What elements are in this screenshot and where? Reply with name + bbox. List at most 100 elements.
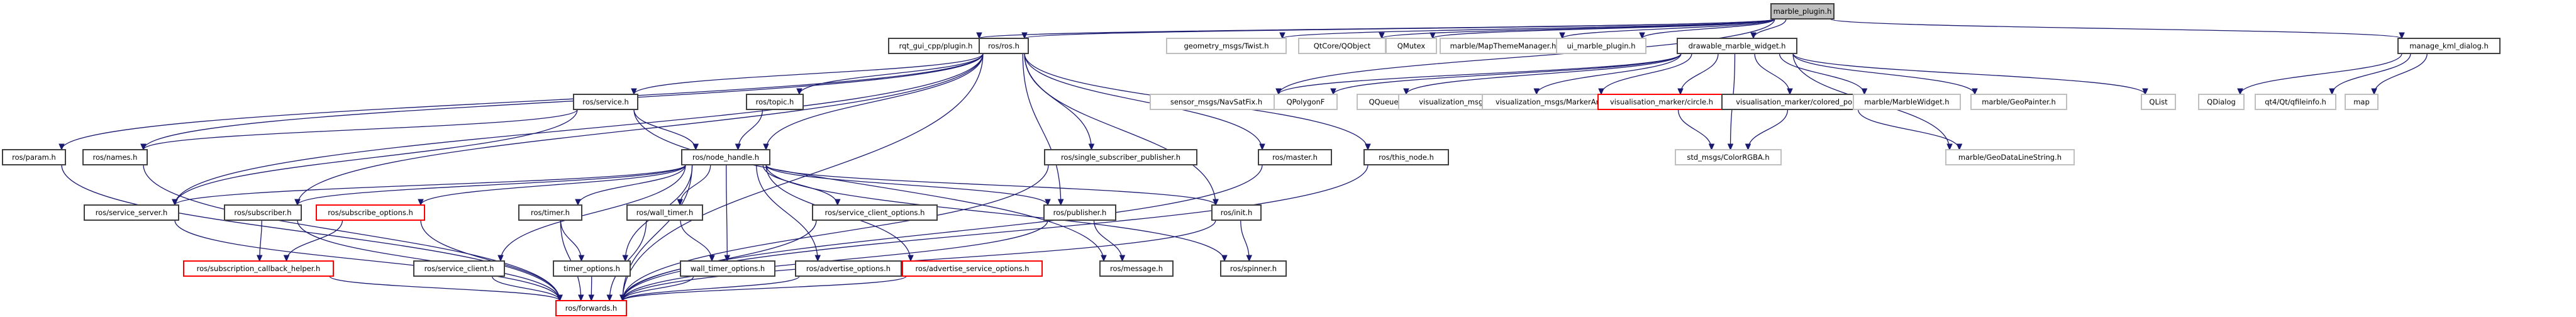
edge-ros_init-to-ros_spinner <box>1240 220 1253 262</box>
node-ros-this-node[interactable]: ros/this_node.h <box>1363 149 1449 165</box>
arrowhead-icon <box>631 88 637 96</box>
edge-manage_kml-to-qfileinfo <box>2329 53 2411 96</box>
edge-line <box>174 109 578 206</box>
arrowhead-icon <box>1101 255 1107 262</box>
node-box <box>1099 260 1174 277</box>
node-label: ros/timer.h <box>531 208 570 217</box>
node-box <box>84 204 179 221</box>
node-box <box>680 260 775 277</box>
edge-line <box>765 164 1225 262</box>
edge-line <box>1829 18 2402 39</box>
edge-line <box>1024 53 1092 150</box>
arrowhead-icon <box>1639 32 1645 40</box>
node-ros-service-client[interactable]: ros/service_client.h <box>413 260 505 277</box>
node-box <box>1298 38 1386 54</box>
node-box <box>518 204 582 221</box>
node-label: ros/message.h <box>1110 264 1163 273</box>
node-label: ros/service_server.h <box>96 208 168 217</box>
node-box <box>1677 38 1797 54</box>
node-qlist: QList <box>2141 94 2176 110</box>
node-ros-advertise-options[interactable]: ros/advertise_options.h <box>795 260 902 277</box>
arrowhead-icon <box>1677 88 1684 96</box>
edge-ros_timer-to-timer_options <box>560 220 585 262</box>
edge-line <box>297 164 686 206</box>
node-wall-timer-options[interactable]: wall_timer_options.h <box>680 260 775 277</box>
node-ros-service-client-options[interactable]: ros/service_client_options.h <box>812 204 938 221</box>
node-ros-param[interactable]: ros/param.h <box>2 149 66 165</box>
edge-ros_service-to-ros_node_handle <box>633 109 699 151</box>
arrowhead-icon <box>1430 32 1436 40</box>
node-rqt-plugin[interactable]: rqt_gui_cpp/plugin.h <box>888 38 984 54</box>
node-timer-options[interactable]: timer_options.h <box>553 260 631 277</box>
node-geodatalinestring: marble/GeoDataLineString.h <box>1945 149 2075 165</box>
node-box <box>2345 94 2379 110</box>
arrowhead-icon <box>588 294 595 302</box>
node-box <box>1970 94 2067 110</box>
arrowhead-icon <box>677 199 684 206</box>
edge-ros_service-to-ros_service_server <box>172 109 578 206</box>
node-box <box>1274 94 1338 110</box>
node-ros-service-server[interactable]: ros/service_server.h <box>84 204 179 221</box>
node-label: ros/subscribe_options.h <box>328 208 413 217</box>
node-qfileinfo: qt4/Qt/qfileinfo.h <box>2255 94 2336 110</box>
node-box <box>626 204 703 221</box>
node-ros-ssp[interactable]: ros/single_subscriber_publisher.h <box>1044 149 1197 165</box>
arrowhead-icon <box>606 294 613 302</box>
node-circle: visualisation_marker/circle.h <box>1597 94 1726 110</box>
node-ui-marble: ui_marble_plugin.h <box>1556 38 1646 54</box>
node-label: QMutex <box>1397 42 1426 50</box>
arrowhead-icon <box>1119 255 1126 262</box>
arrowhead-icon <box>172 199 178 206</box>
node-box <box>1363 149 1449 165</box>
edge-drawable-to-colored_polygon <box>1754 53 1793 96</box>
node-ros-topic[interactable]: ros/topic.h <box>746 94 804 110</box>
node-ros-node-handle[interactable]: ros/node_handle.h <box>681 149 770 165</box>
node-ros-init[interactable]: ros/init.h <box>1211 204 1262 221</box>
node-ros-ros[interactable]: ros/ros.h <box>979 38 1029 54</box>
node-ros-message[interactable]: ros/message.h <box>1099 260 1174 277</box>
node-box <box>2397 38 2501 54</box>
node-ros-master[interactable]: ros/master.h <box>1258 149 1332 165</box>
edge-ros_ros-to-ros_node_handle <box>763 53 984 151</box>
node-ros-names[interactable]: ros/names.h <box>82 149 148 165</box>
edge-line <box>622 275 907 301</box>
edge-marble_plugin-to-mapthememan <box>1559 18 1775 40</box>
arrowhead-icon <box>1246 255 1253 262</box>
arrowhead-icon <box>1972 88 1978 96</box>
edge-line <box>297 53 984 206</box>
edge-colored_polygon-to-geodatalinestring <box>1857 109 1963 151</box>
node-label: ui_marble_plugin.h <box>1567 42 1635 50</box>
node-label: marble/MapThemeManager.h <box>1450 42 1557 50</box>
node-ros-timer[interactable]: ros/timer.h <box>518 204 582 221</box>
arrowhead-icon <box>976 32 982 40</box>
edge-ros_node_handle-to-ros_wall_timer <box>677 164 711 206</box>
node-label: QtCore/QObject <box>1314 42 1371 50</box>
arrowhead-icon <box>2142 88 2148 96</box>
node-manage-kml[interactable]: manage_kml_dialog.h <box>2397 38 2501 54</box>
node-label: sensor_msgs/NavSatFix.h <box>1170 97 1262 106</box>
node-label: ros/init.h <box>1221 208 1253 217</box>
node-label: marble/GeoPainter.h <box>1982 97 2056 106</box>
edge-line <box>1022 53 1062 206</box>
node-ros-wall-timer[interactable]: ros/wall_timer.h <box>626 204 703 221</box>
node-drawable[interactable]: drawable_marble_widget.h <box>1677 38 1797 54</box>
edge-marble_plugin-to-twist <box>1279 18 1775 40</box>
node-ros-subscriber[interactable]: ros/subscriber.h <box>224 204 302 221</box>
edge-line <box>622 164 693 301</box>
edge-marble_plugin-to-ros_ros <box>1021 18 1775 40</box>
node-box <box>2 149 66 165</box>
node-label: marble/MarbleWidget.h <box>1864 97 1949 106</box>
edge-line <box>1278 18 1775 95</box>
node-ros-publisher[interactable]: ros/publisher.h <box>1043 204 1116 221</box>
arrowhead-icon <box>283 255 290 262</box>
edge-line <box>765 53 984 150</box>
node-label: std_msgs/ColorRGBA.h <box>1687 153 1769 162</box>
edge-ros_node_handle-to-ros_publisher <box>765 164 1051 206</box>
edge-line <box>329 275 560 301</box>
edge-drawable-to-geopainter <box>1792 53 1978 96</box>
arrowhead-icon <box>140 143 147 151</box>
edge-circle-to-colorrgba <box>1677 109 1715 151</box>
edge-line <box>577 164 686 206</box>
node-ros-spinner[interactable]: ros/spinner.h <box>1220 260 1287 277</box>
node-ros-service[interactable]: ros/service.h <box>573 94 638 110</box>
